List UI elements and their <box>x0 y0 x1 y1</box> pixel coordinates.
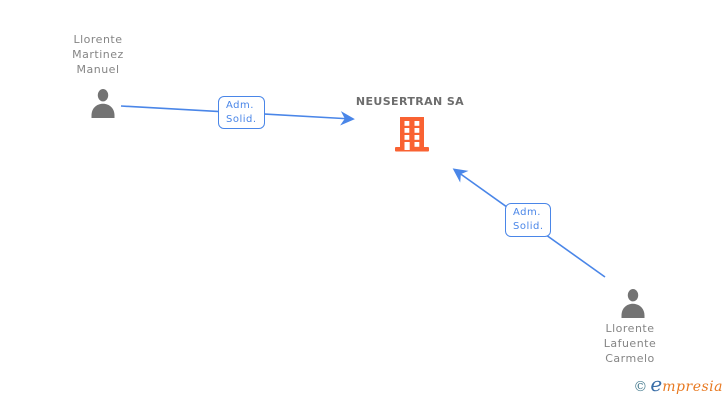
relation1-label-box[interactable]: Adm. Solid. <box>218 96 265 129</box>
person-icon[interactable] <box>89 88 117 118</box>
person2-name-line1: Llorente <box>605 322 655 335</box>
relation2-line2: Solid. <box>513 221 544 232</box>
person2-name-line3: Carmelo <box>605 352 655 365</box>
copyright-icon: © <box>633 379 648 395</box>
person1-name[interactable]: Llorente Martinez Manuel <box>38 32 158 77</box>
person1-name-line2: Martinez <box>72 48 124 61</box>
empresia-logo[interactable]: ©empresia <box>633 372 723 396</box>
relation2-label-box[interactable]: Adm. Solid. <box>505 203 551 237</box>
building-icon[interactable] <box>394 116 430 154</box>
relation1-line1: Adm. <box>226 100 254 111</box>
relation2-line1: Adm. <box>513 207 541 218</box>
person2-name-line2: Lafuente <box>603 337 657 350</box>
person1-name-line3: Manuel <box>76 63 120 76</box>
company-name[interactable]: NEUSERTRAN SA <box>355 95 465 108</box>
logo-brand-rest: mpresia <box>662 379 723 395</box>
person-icon[interactable] <box>619 288 647 318</box>
person2-name[interactable]: Llorente Lafuente Carmelo <box>570 321 690 366</box>
relation1-line2: Solid. <box>226 114 257 125</box>
logo-brand-initial: e <box>650 372 663 396</box>
person1-name-line1: Llorente <box>73 33 123 46</box>
